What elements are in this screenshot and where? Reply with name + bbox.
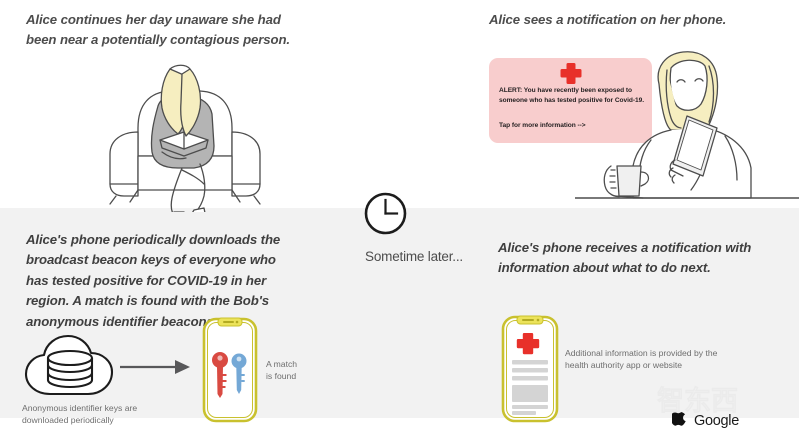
cloud-database-icon: [24, 334, 114, 396]
svg-text:智东西: 智东西: [657, 386, 738, 416]
cloud-caption: Anonymous identifier keys are downloaded…: [22, 403, 138, 426]
phone-with-health-notification-icon: [501, 315, 559, 423]
partner-logos: Google: [672, 412, 739, 430]
google-label: Google: [694, 413, 739, 429]
apple-logo-icon: [672, 412, 686, 426]
alert-body-text: ALERT: You have recently been exposed to…: [499, 87, 645, 104]
blue-key-icon: [231, 353, 247, 394]
top-right-heading: Alice sees a notification on her phone.: [489, 12, 727, 27]
red-key-icon: [212, 352, 228, 398]
match-found-caption: A match is found: [266, 359, 298, 382]
medical-cross-icon: [560, 63, 582, 84]
bottom-right-heading: Alice's phone receives a notification wi…: [498, 240, 752, 276]
woman-holding-phone-illustration: [575, 51, 799, 199]
woman-reading-in-armchair-illustration: [109, 64, 261, 212]
gray-band: [0, 208, 799, 418]
phone-with-two-keys-icon: [202, 317, 258, 423]
clock-icon: [364, 192, 407, 235]
covid-alert-card[interactable]: ALERT: You have recently been exposed to…: [489, 58, 652, 143]
bottom-left-heading: Alice's phone periodically downloads the…: [26, 232, 281, 329]
top-left-heading: Alice continues her day unaware she had …: [26, 12, 290, 48]
health-authority-caption: Additional information is provided by th…: [565, 348, 718, 371]
sometime-later-label: Sometime later...: [365, 249, 463, 264]
phone-medical-cross-icon: [516, 333, 540, 355]
site-watermark: 智东西: [655, 383, 799, 421]
alert-tap-text[interactable]: Tap for more information -->: [499, 122, 586, 129]
right-arrow-icon: [120, 360, 190, 374]
